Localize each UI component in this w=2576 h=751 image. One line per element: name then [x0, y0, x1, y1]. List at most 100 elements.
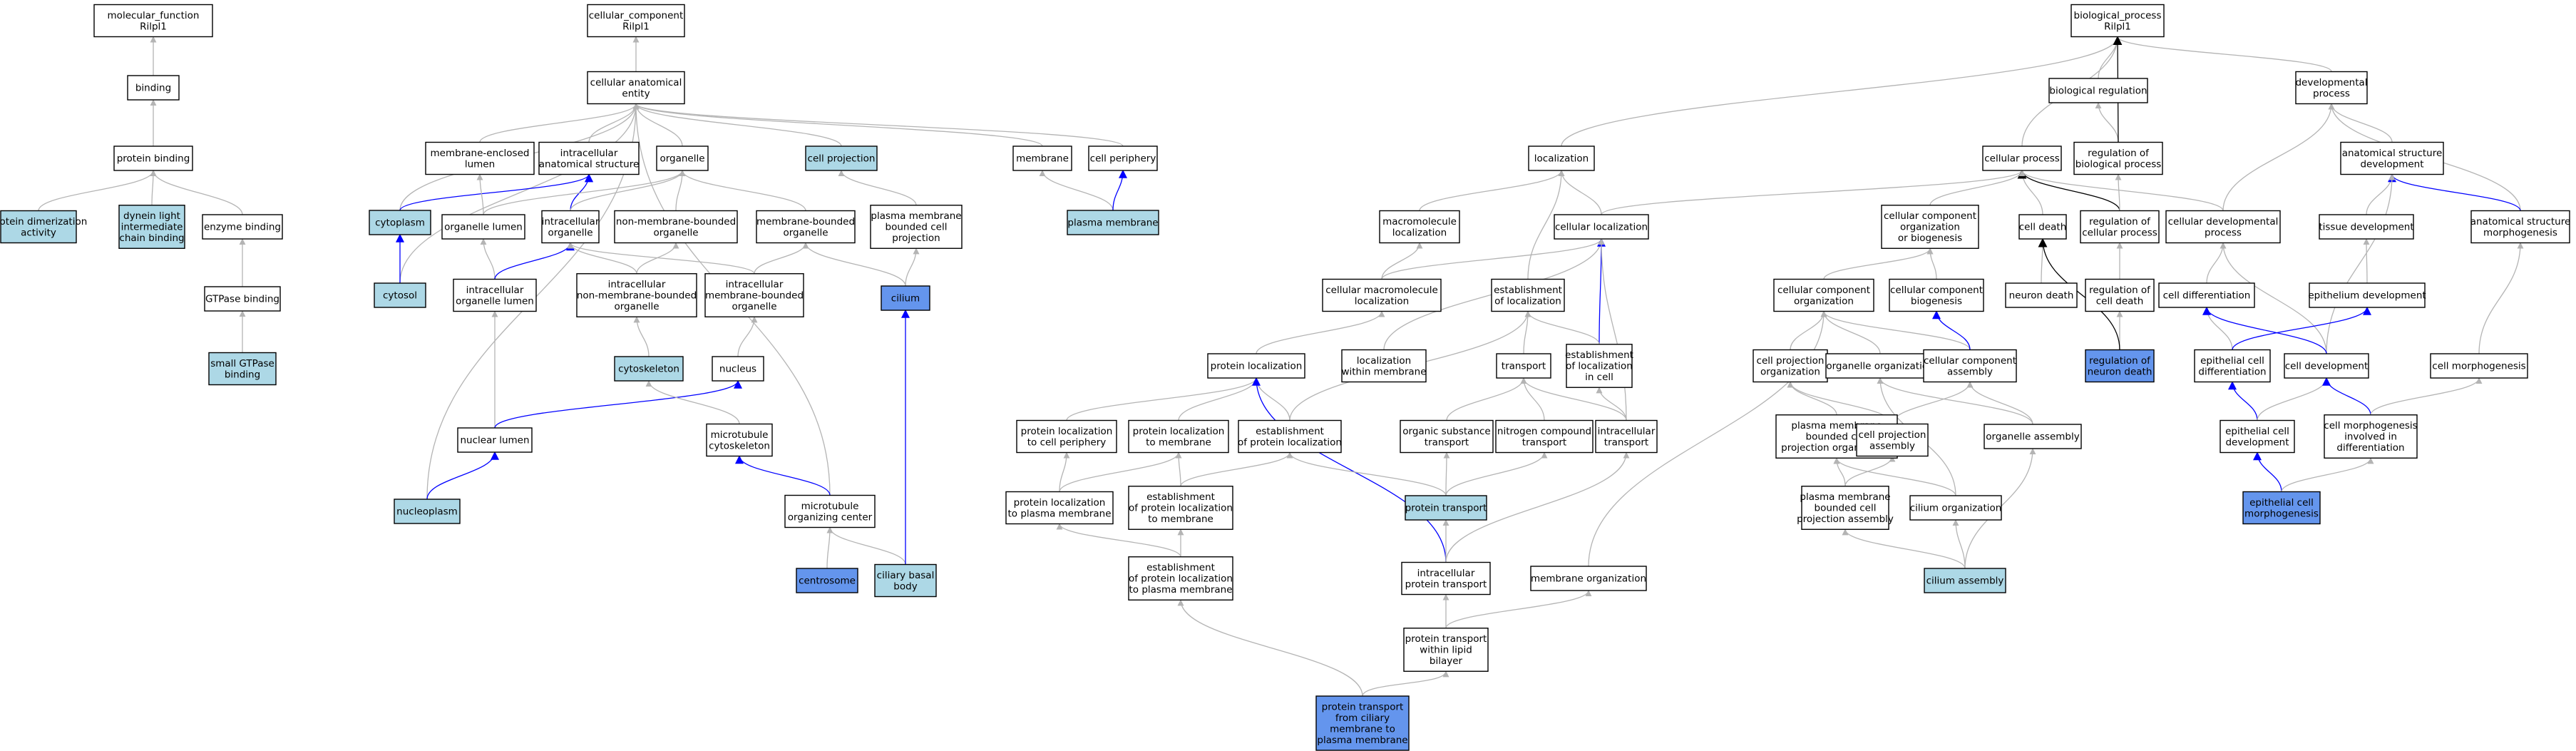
go-term-node-cdiff[interactable]: cell differentiation [2158, 282, 2255, 308]
node-box [1012, 145, 1072, 171]
go-term-node-ploc[interactable]: protein localization [1207, 353, 1305, 379]
go-term-node-cl[interactable]: cellular localization [1554, 214, 1649, 240]
go-term-node-ptrans[interactable]: protein transport [1405, 495, 1487, 521]
edge-ccb-to-ccob [1926, 247, 1937, 280]
go-term-node-binding[interactable]: binding [127, 75, 180, 101]
node-label-line: cilium organization [1910, 503, 2002, 514]
go-term-node-loc[interactable]: localization [1528, 145, 1595, 171]
node-box [1128, 419, 1229, 454]
go-term-node-pb[interactable]: protein binding [113, 145, 193, 171]
go-term-node-nl[interactable]: nuclear lumen [457, 427, 533, 453]
edge-ptcm-to-epltpm [1177, 599, 1363, 697]
go-term-node-transport[interactable]: transport [1496, 353, 1551, 379]
go-term-node-nucleus[interactable]: nucleus [712, 356, 764, 382]
go-term-node-cilium[interactable]: cilium [881, 285, 930, 311]
go-term-node-cper[interactable]: cell periphery [1088, 145, 1158, 171]
go-term-node-gtpb[interactable]: GTPase binding [204, 286, 281, 312]
go-term-node-tdev[interactable]: tissue development [2319, 214, 2414, 240]
go-term-node-cproj[interactable]: cell projection [805, 145, 878, 171]
go-term-node-inmbo[interactable]: intracellularnon-membrane-boundedorganel… [576, 273, 697, 317]
go-term-node-cdeath[interactable]: cell death [2018, 214, 2067, 240]
go-term-node-nd[interactable]: neuron death [2005, 282, 2078, 308]
go-term-node-cytosk[interactable]: cytoskeleton [614, 356, 684, 382]
go-term-node-org[interactable]: organelle [656, 145, 709, 171]
go-term-node-ca[interactable]: cilium assembly [1924, 568, 2006, 593]
go-term-node-morg[interactable]: membrane organization [1530, 566, 1647, 591]
node-label-line: cell morphogenesis [2324, 420, 2417, 431]
go-term-node-cdev[interactable]: cell development [2284, 353, 2369, 379]
go-term-node-cyto[interactable]: cytoplasm [369, 210, 431, 235]
node-box [394, 499, 461, 524]
node-label-line: epithelial cell [2225, 426, 2289, 437]
go-term-node-corg[interactable]: cilium organization [1909, 495, 2002, 521]
go-term-node-centro[interactable]: centrosome [796, 568, 858, 593]
go-term-node-cmorph[interactable]: cell morphogenesis [2430, 353, 2528, 379]
go-term-node-oa[interactable]: organelle assembly [1984, 424, 2082, 449]
go-term-node-nucleoplasm[interactable]: nucleoplasm [394, 499, 461, 524]
go-term-node-cytosol[interactable]: cytosol [374, 282, 426, 308]
go-term-node-pm[interactable]: plasma membrane [1067, 210, 1159, 235]
go-term-node-cp[interactable]: cellular process [1982, 145, 2062, 171]
go-term-node-oo[interactable]: organelle organization [1825, 353, 1935, 379]
go-term-node-eb[interactable]: enzyme binding [202, 214, 283, 240]
go-term-node-edev[interactable]: epithelium development [2308, 282, 2426, 308]
go-term-node-breg[interactable]: biological regulation [2048, 78, 2148, 103]
go-term-node-orgl[interactable]: organelle lumen [441, 214, 525, 240]
go-term-node-mem[interactable]: membrane [1012, 145, 1072, 171]
